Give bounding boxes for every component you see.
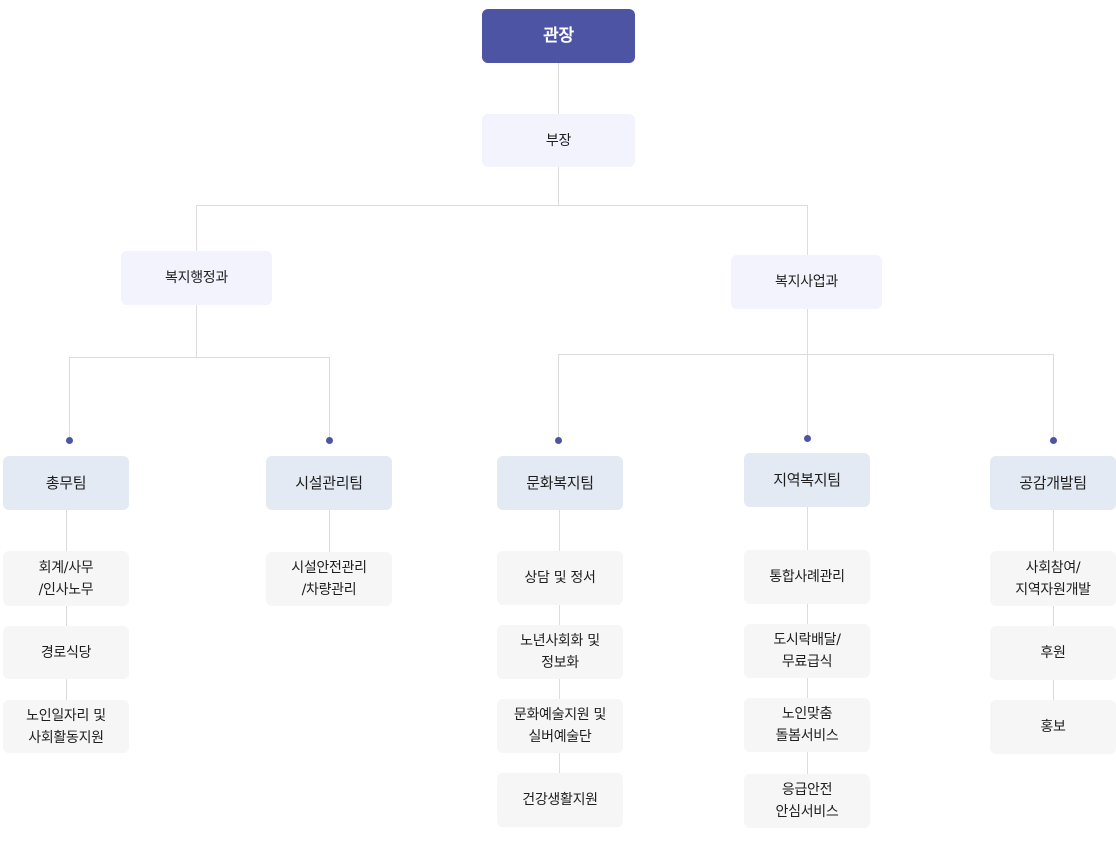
connector-dot [326, 437, 333, 444]
department-welfare-admin[interactable]: 복지행정과 [121, 251, 272, 305]
task-accounting-hr[interactable]: 회계/사무 /인사노무 [3, 551, 129, 606]
task-meal-delivery[interactable]: 도시락배달/ 무료급식 [744, 624, 870, 678]
connector-dot [1050, 437, 1057, 444]
connector-dot [66, 437, 73, 444]
task-public-relations[interactable]: 홍보 [990, 700, 1116, 754]
task-senior-cafeteria[interactable]: 경로식당 [3, 626, 129, 679]
team-empathy-development[interactable]: 공감개발팀 [990, 456, 1116, 510]
connector-dot [804, 435, 811, 442]
team-general-affairs[interactable]: 총무팀 [3, 456, 129, 510]
task-counseling-emotion[interactable]: 상담 및 정서 [497, 551, 623, 605]
task-sponsorship[interactable]: 후원 [990, 626, 1116, 680]
task-emergency-safety[interactable]: 응급안전 안심서비스 [744, 774, 870, 828]
task-senior-jobs[interactable]: 노인일자리 및 사회활동지원 [3, 700, 129, 753]
department-welfare-programs[interactable]: 복지사업과 [731, 255, 882, 309]
team-culture-welfare[interactable]: 문화복지팀 [497, 456, 623, 510]
task-facility-safety-vehicles[interactable]: 시설안전관리 /차량관리 [266, 552, 392, 606]
task-customized-care[interactable]: 노인맞춤 돌봄서비스 [744, 698, 870, 752]
task-healthy-living[interactable]: 건강생활지원 [497, 773, 623, 827]
team-community-welfare[interactable]: 지역복지팀 [744, 453, 870, 507]
connector-dot [555, 437, 562, 444]
task-social-participation[interactable]: 사회참여/ 지역자원개발 [990, 551, 1116, 606]
task-socialization-information[interactable]: 노년사회화 및 정보화 [497, 625, 623, 679]
team-facility-management[interactable]: 시설관리팀 [266, 456, 392, 510]
task-arts-support[interactable]: 문화예술지원 및 실버예술단 [497, 699, 623, 753]
deputy-node[interactable]: 부장 [482, 114, 635, 167]
task-integrated-case-management[interactable]: 통합사례관리 [744, 550, 870, 604]
director-node[interactable]: 관장 [482, 9, 635, 63]
